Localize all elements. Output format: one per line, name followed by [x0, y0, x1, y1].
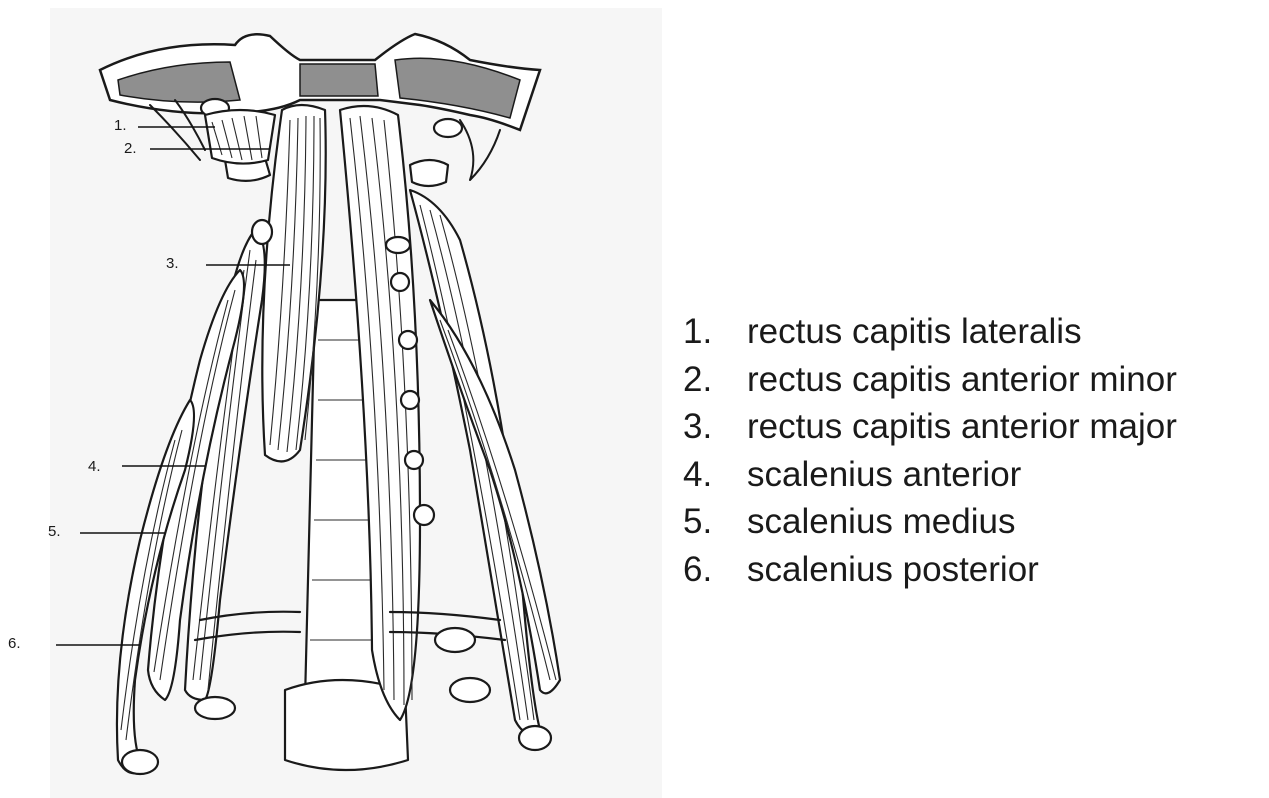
- legend-number: 3.: [683, 403, 747, 451]
- legend-number: 2.: [683, 356, 747, 404]
- legend-text: scalenius medius: [747, 502, 1015, 541]
- callout-label: 5.: [48, 523, 61, 540]
- legend-item: 2.rectus capitis anterior minor: [683, 356, 1177, 404]
- legend-number: 6.: [683, 546, 747, 594]
- callout-label: 3.: [166, 255, 179, 272]
- legend-text: rectus capitis anterior minor: [747, 360, 1177, 399]
- legend-number: 1.: [683, 308, 747, 356]
- legend-item: 4.scalenius anterior: [683, 451, 1177, 499]
- legend-item: 1.rectus capitis lateralis: [683, 308, 1177, 356]
- callout-label: 2.: [124, 140, 137, 157]
- legend-number: 5.: [683, 498, 747, 546]
- legend-item: 5.scalenius medius: [683, 498, 1177, 546]
- legend-number: 4.: [683, 451, 747, 499]
- muscle-legend: 1.rectus capitis lateralis 2.rectus capi…: [683, 308, 1177, 593]
- legend-text: scalenius anterior: [747, 455, 1021, 494]
- legend-text: rectus capitis anterior major: [747, 407, 1177, 446]
- legend-item: 3.rectus capitis anterior major: [683, 403, 1177, 451]
- callout-label: 1.: [114, 117, 127, 134]
- legend-item: 6.scalenius posterior: [683, 546, 1177, 594]
- callout-label: 6.: [8, 635, 21, 652]
- callout-label: 4.: [88, 458, 101, 475]
- legend-text: rectus capitis lateralis: [747, 312, 1082, 351]
- legend-text: scalenius posterior: [747, 550, 1039, 589]
